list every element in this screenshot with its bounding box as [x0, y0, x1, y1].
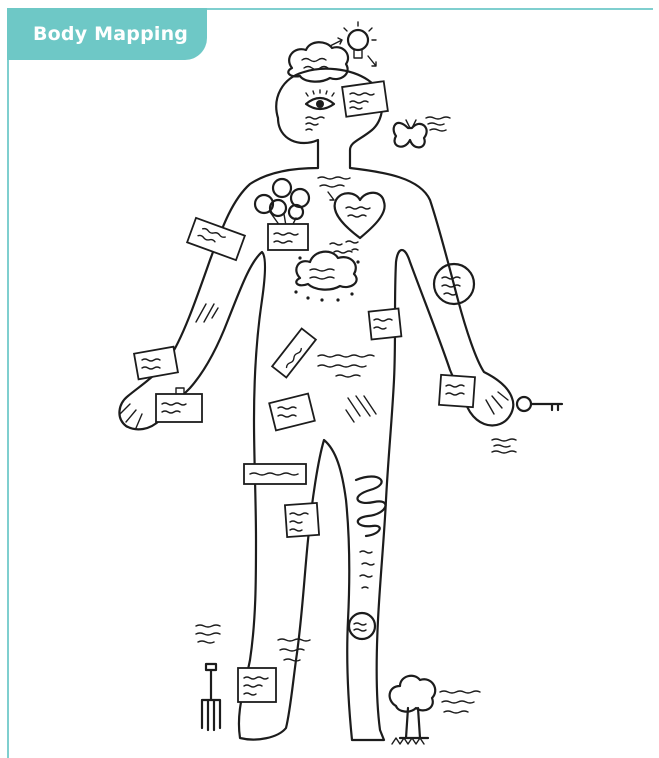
hip-note — [269, 394, 315, 431]
left-hand-tag — [156, 388, 202, 422]
heart-icon — [335, 193, 385, 238]
left-arm-note — [187, 218, 245, 260]
neck-scribbles — [318, 177, 350, 200]
right-hand-scribbles — [492, 439, 516, 453]
key-icon — [517, 397, 562, 411]
waist-note — [369, 309, 402, 340]
left-calf-scribbles — [278, 639, 310, 661]
belly-scribbles — [318, 355, 374, 377]
fork-scribbles — [196, 625, 220, 643]
lightbulb-icon — [330, 22, 376, 66]
thigh-band-note — [244, 464, 306, 484]
tree-icon — [390, 676, 436, 744]
butterfly-scribbles — [426, 117, 450, 131]
stomach-cloud-icon — [294, 252, 359, 302]
calf-circle — [349, 613, 375, 639]
ankle-note — [238, 668, 276, 702]
spring-icon — [356, 477, 385, 537]
chest-scribbles — [330, 241, 358, 253]
garden-fork-icon — [202, 664, 220, 730]
right-wrist-note — [439, 375, 475, 407]
head-note — [342, 81, 388, 117]
torso-diagonal-note — [272, 329, 316, 378]
left-arm-scribbles — [196, 304, 218, 322]
knee-note — [285, 503, 319, 537]
head-scribbles — [306, 117, 324, 130]
eye-icon — [306, 90, 334, 109]
butterfly-icon — [394, 120, 427, 147]
thigh-diagonal-scribbles — [346, 396, 376, 422]
flowers-icon — [255, 179, 309, 250]
left-wrist-note — [134, 347, 178, 380]
shin-scribbles — [360, 551, 374, 588]
tree-scribbles — [440, 691, 480, 713]
cloud-icon — [288, 42, 348, 81]
